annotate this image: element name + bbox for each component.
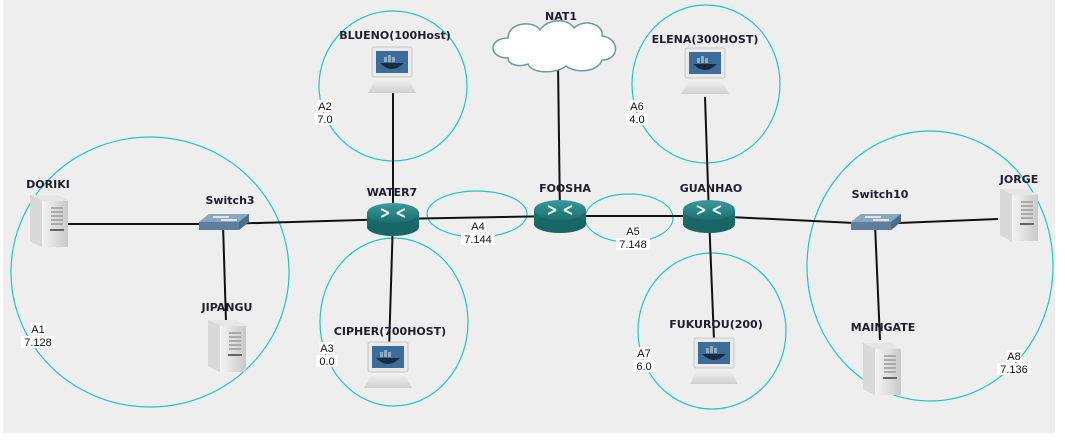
topology-canvas[interactable]: DORIKI Switch3 JIPANGU WATER7 <box>3 0 1055 433</box>
node-label-elena: ELENA(300HOST) <box>652 33 759 46</box>
node-cipher[interactable]: CIPHER(700HOST) <box>334 325 446 388</box>
node-fukurou[interactable]: FUKUROU(200) <box>669 318 763 384</box>
link-switch3-water7[interactable] <box>222 218 394 225</box>
node-label-jorge: JORGE <box>999 173 1038 186</box>
node-elena[interactable]: ELENA(300HOST) <box>652 33 759 94</box>
area-a7-outline <box>637 252 787 410</box>
server-icon <box>863 343 901 395</box>
area-name: A2 <box>318 101 331 113</box>
topology-diagram: DORIKI Switch3 JIPANGU WATER7 <box>10 4 1054 410</box>
node-doriki[interactable]: DORIKI <box>26 178 70 247</box>
node-switch3[interactable]: Switch3 <box>199 194 255 230</box>
node-label-doriki: DORIKI <box>26 178 70 191</box>
node-nat1[interactable]: NAT1 <box>492 10 617 73</box>
server-icon <box>30 195 68 247</box>
area-label-a8: A87.136 <box>997 350 1031 376</box>
link-water7-cipher[interactable] <box>388 218 394 351</box>
node-blueno[interactable]: BLUENO(100Host) <box>339 29 451 93</box>
area-label-a1: A17.128 <box>21 323 55 349</box>
area-value: 4.0 <box>629 114 644 126</box>
area-value: 7.128 <box>24 337 52 349</box>
node-label-guanhao: GUANHAO <box>680 182 742 195</box>
area-value: 0.0 <box>319 356 334 368</box>
area-name: A7 <box>637 348 650 360</box>
area-name: A8 <box>1007 351 1020 363</box>
area-value: 7.136 <box>1000 364 1028 376</box>
docker-host-icon <box>681 47 729 94</box>
link-switch3-jipangu[interactable] <box>222 223 227 323</box>
node-guanhao[interactable]: GUANHAO <box>680 182 742 233</box>
area-a6-outline <box>631 4 781 164</box>
node-label-blueno: BLUENO(100Host) <box>339 29 451 42</box>
area-value: 7.144 <box>464 234 492 246</box>
node-label-water7: WATER7 <box>367 186 417 199</box>
switch-icon <box>199 214 249 230</box>
area-name: A5 <box>626 226 639 238</box>
node-water7[interactable]: WATER7 <box>367 186 419 236</box>
node-maingate[interactable]: MAINGATE <box>851 321 915 395</box>
node-jipangu[interactable]: JIPANGU <box>201 301 253 372</box>
node-label-foosha: FOOSHA <box>539 182 591 195</box>
area-label-a2: A27.0 <box>314 100 336 126</box>
node-switch10[interactable]: Switch10 <box>851 188 909 230</box>
node-label-maingate: MAINGATE <box>851 321 915 334</box>
area-value: 7.0 <box>317 114 332 126</box>
switch-icon <box>851 214 901 230</box>
node-label-switch3: Switch3 <box>205 194 254 207</box>
node-jorge[interactable]: JORGE <box>999 173 1038 241</box>
server-icon <box>1000 189 1038 241</box>
router-icon <box>367 203 419 236</box>
area-label-a6: A64.0 <box>626 100 648 126</box>
area-label-a4: A47.144 <box>461 220 495 246</box>
docker-host-icon <box>690 337 738 384</box>
node-label-switch10: Switch10 <box>852 188 909 201</box>
link-water7-foosha[interactable] <box>392 215 561 220</box>
area-value: 6.0 <box>636 361 651 373</box>
node-label-fukurou: FUKUROU(200) <box>669 318 762 331</box>
area-label-a3: A30.0 <box>316 342 338 368</box>
router-icon <box>683 200 735 233</box>
router-icon <box>534 200 586 233</box>
area-a3-outline <box>319 237 469 407</box>
area-label-a7: A76.0 <box>633 347 655 373</box>
area-name: A3 <box>320 343 333 355</box>
area-a8-outline <box>806 130 1054 402</box>
docker-host-icon <box>364 341 412 388</box>
area-label-a5: A57.148 <box>616 225 650 251</box>
area-value: 7.148 <box>619 239 647 251</box>
area-name: A6 <box>630 101 643 113</box>
link-guanhao-fukurou[interactable] <box>708 215 715 341</box>
docker-host-icon <box>368 46 416 93</box>
cloud-icon <box>492 20 617 73</box>
link-guanhao-elena[interactable] <box>704 96 710 217</box>
node-label-nat1: NAT1 <box>545 10 577 23</box>
area-a1-outline <box>10 136 290 408</box>
server-icon <box>208 320 246 372</box>
node-label-jipangu: JIPANGU <box>201 301 253 314</box>
link-nat1-foosha[interactable] <box>557 62 561 217</box>
link-guanhao-switch10[interactable] <box>708 215 876 225</box>
node-foosha[interactable]: FOOSHA <box>534 182 591 233</box>
link-switch10-maingate[interactable] <box>874 223 881 341</box>
area-name: A4 <box>471 221 484 233</box>
node-label-cipher: CIPHER(700HOST) <box>334 325 446 338</box>
area-name: A1 <box>31 324 44 336</box>
